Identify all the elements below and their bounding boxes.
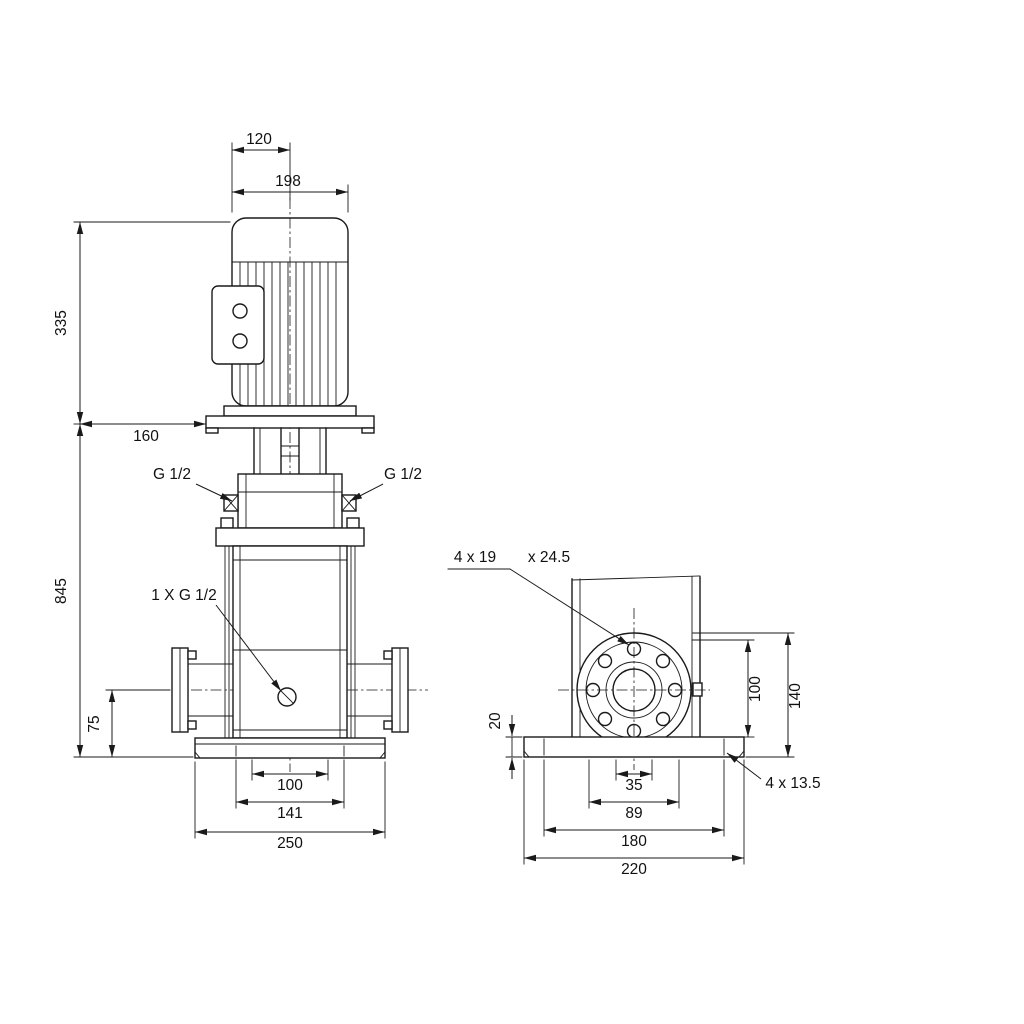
drain-port-label: 1 X G 1/2 (151, 587, 216, 604)
outer-sleeve (232, 545, 348, 739)
front-view (152, 198, 428, 772)
base-plate-side (523, 736, 745, 758)
motor (205, 217, 375, 434)
dim-35-label: 35 (625, 777, 642, 794)
motor-flange (223, 405, 357, 417)
leader-flange-holes (509, 568, 630, 646)
flange-bolt-hole (655, 653, 671, 669)
leader-base-holes (726, 752, 762, 780)
side-dimensions: 4 x 19 x 24.5 20 100 140 35 89 180 220 4… (447, 549, 821, 878)
flange-bolt (187, 720, 197, 730)
cable-entry-hole (232, 333, 248, 349)
dim-180-label: 180 (621, 833, 647, 850)
front-dim-100-label: 100 (277, 777, 303, 794)
staybolt-nut (346, 517, 360, 529)
leader-drain (215, 604, 282, 692)
discharge-flange (346, 647, 409, 733)
pump-head (215, 473, 365, 547)
dim-845-label: 845 (53, 578, 70, 604)
break-line (571, 575, 701, 581)
base-holes-label: 4 x 13.5 (765, 775, 820, 792)
dim-141-label: 141 (277, 805, 303, 822)
terminal-box (211, 285, 265, 365)
drain-plug (277, 687, 297, 707)
side-body (571, 575, 701, 738)
flange-bolt-hole (597, 711, 613, 727)
gauge-plug-right (341, 494, 357, 512)
dim-120-label: 120 (246, 131, 272, 148)
leader-g-left (195, 483, 233, 502)
base-plate-front (194, 737, 386, 759)
flange-bolt (187, 650, 197, 660)
side-dim-100-label: 100 (747, 676, 764, 702)
coupling-lantern (253, 427, 327, 475)
leader-g-right (349, 483, 384, 502)
top-chamber-plate (215, 527, 365, 547)
chamber-stack (224, 545, 356, 739)
dim-160-label: 160 (133, 428, 159, 445)
dim-220-label: 220 (621, 861, 647, 878)
dim-20-label: 20 (487, 712, 504, 730)
motor-stool-plate (205, 415, 375, 429)
gauge-plug-left (223, 494, 239, 512)
dim-140-label: 140 (787, 683, 804, 709)
flange-bolt-hole (655, 711, 671, 727)
dim-250-label: 250 (277, 835, 303, 852)
side-view (523, 575, 745, 770)
side-port (692, 682, 703, 697)
flange-holes-label: 4 x 19 (454, 549, 496, 566)
dim-89-label: 89 (625, 805, 642, 822)
staybolt-nut (220, 517, 234, 529)
flange-bolt (383, 650, 393, 660)
flange-counterbore-label: x 24.5 (528, 549, 570, 566)
cable-entry-hole (232, 303, 248, 319)
front-dimensions: 120 198 335 845 160 G 1/2 G 1/2 1 X G 1/… (53, 131, 422, 852)
g-half-right-label: G 1/2 (384, 466, 422, 483)
dim-75-label: 75 (86, 715, 103, 732)
suction-flange (171, 647, 234, 733)
dim-198-label: 198 (275, 173, 301, 190)
flange-bolt (383, 720, 393, 730)
g-half-left-label: G 1/2 (153, 466, 191, 483)
flange-bolt-hole (597, 653, 613, 669)
dim-335-label: 335 (53, 310, 70, 336)
